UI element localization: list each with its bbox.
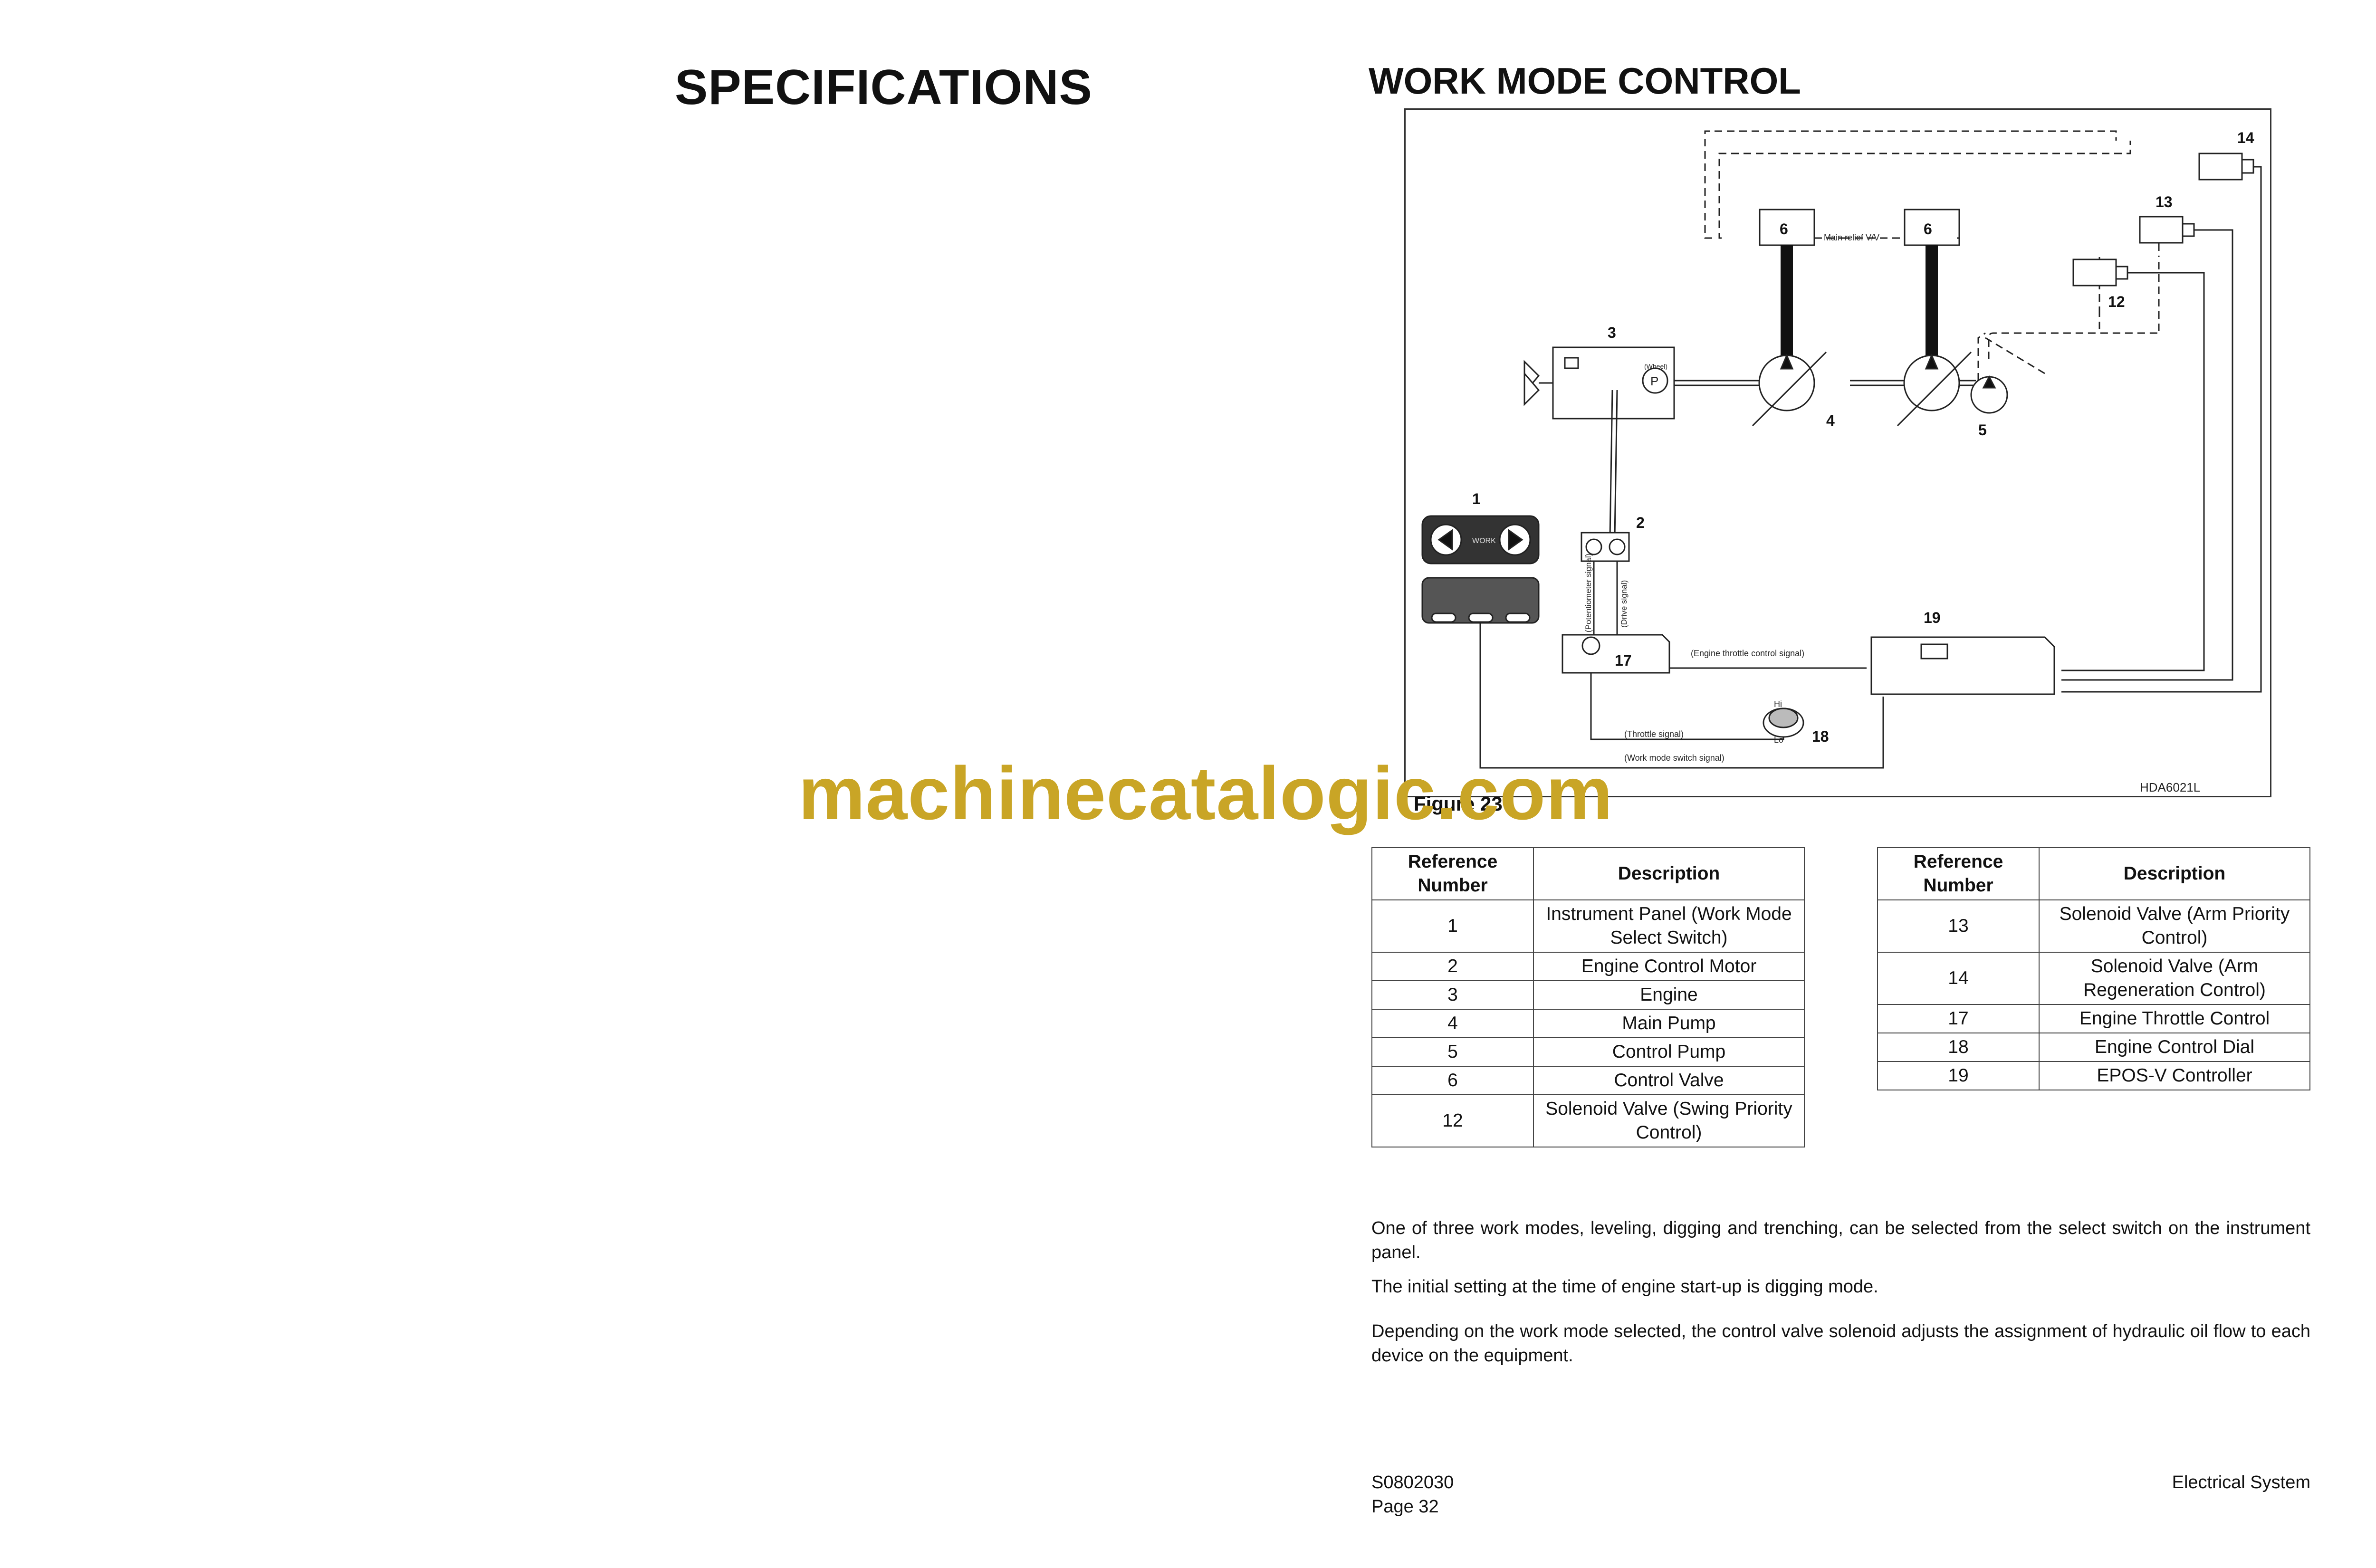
solenoid-valve-13 <box>2139 216 2184 244</box>
label-work: WORK <box>1472 537 1496 545</box>
control-valve-2 <box>1904 209 1960 362</box>
section-heading: WORK MODE CONTROL <box>1369 60 1801 102</box>
paragraph-work-modes: One of three work modes, leveling, diggi… <box>1371 1218 2310 1262</box>
description-cell: Control Valve <box>1533 1066 1805 1095</box>
engine-control-dial <box>1763 708 1804 738</box>
solenoid-valve-12 <box>2072 258 2117 287</box>
footer-doc-number: S0802030 <box>1371 1472 1454 1492</box>
label-engine-throttle: (Engine throttle control signal) <box>1691 649 1804 658</box>
label-6a: 6 <box>1780 220 1788 238</box>
footer-section: Electrical System <box>2172 1472 2310 1492</box>
description-cell: Engine Control Dial <box>2039 1033 2310 1062</box>
description-cell: Engine Throttle Control <box>2039 1004 2310 1033</box>
description-cell: Main Pump <box>1533 1009 1805 1038</box>
solenoid-wiring <box>2061 166 2262 693</box>
header-description: Description <box>2039 847 2310 900</box>
reference-number-cell: 14 <box>1877 952 2040 1005</box>
label-potentiometer: (Potentiometer signal) <box>1584 554 1593 632</box>
footer-page-number: Page 32 <box>1371 1497 1439 1517</box>
reference-number-cell: 5 <box>1371 1037 1534 1067</box>
label-19: 19 <box>1924 609 1941 626</box>
description-cell: Instrument Panel (Work Mode Select Switc… <box>1533 899 1805 953</box>
table-header-row: Reference Number Description <box>1877 847 2310 900</box>
reference-number-cell: 17 <box>1877 1004 2040 1033</box>
reference-number-cell: 6 <box>1371 1066 1534 1095</box>
label-1: 1 <box>1472 490 1481 507</box>
description-cell: EPOS-V Controller <box>2039 1061 2310 1090</box>
description-cell: Solenoid Valve (Swing Priority Control) <box>1533 1094 1805 1147</box>
header-description: Description <box>1533 847 1805 900</box>
table-header-row: Reference Number Description <box>1371 847 1805 900</box>
motor-wiring <box>1593 561 1618 642</box>
throttle-linkage <box>1581 390 1630 562</box>
control-pump <box>1970 375 2008 414</box>
header-reference-number: Reference Number <box>1877 847 2040 900</box>
description-cell: Engine Control Motor <box>1533 952 1805 981</box>
engine <box>1523 346 1675 420</box>
reference-number-cell: 18 <box>1877 1033 2040 1062</box>
main-pump-1 <box>1752 351 1827 427</box>
label-14: 14 <box>2237 129 2254 146</box>
label-13: 13 <box>2156 193 2173 210</box>
label-4: 4 <box>1826 412 1835 429</box>
reference-number-cell: 1 <box>1371 899 1534 953</box>
label-6b: 6 <box>1924 220 1932 238</box>
description-cell: Solenoid Valve (Arm Regeneration Control… <box>2039 952 2310 1005</box>
label-5: 5 <box>1978 421 1987 439</box>
solenoid-valve-14 <box>2198 153 2243 181</box>
label-18: 18 <box>1812 728 1829 745</box>
left-page-heading: SPECIFICATIONS <box>675 60 1092 115</box>
epos-v-controller <box>1870 636 2055 695</box>
reference-number-cell: 12 <box>1371 1094 1534 1147</box>
figure-caption: Figure 23 <box>1414 793 1503 815</box>
label-main-relief: Main relief V/V <box>1824 233 1879 242</box>
instrument-panel <box>1421 515 1540 624</box>
watermark: machinecatalogic.com <box>798 752 1613 835</box>
header-reference-number: Reference Number <box>1371 847 1534 900</box>
figure-id: HDA6021L <box>2140 780 2200 794</box>
main-pump-2 <box>1897 351 1972 427</box>
reference-number-cell: 2 <box>1371 952 1534 981</box>
paragraph-solenoid: Depending on the work mode selected, the… <box>1371 1321 2310 1366</box>
label-lo: Lo <box>1774 735 1783 745</box>
description-cell: Engine <box>1533 980 1805 1010</box>
label-p: P <box>1650 374 1658 388</box>
label-12: 12 <box>2108 293 2125 310</box>
paragraph-initial-setting: The initial setting at the time of engin… <box>1371 1277 1878 1297</box>
label-3: 3 <box>1608 324 1616 341</box>
diagram-canvas: 14 13 12 6 6 3 4 5 1 2 19 17 18 Main rel… <box>1421 129 2262 794</box>
label-drive: (Drive signal) <box>1619 580 1629 628</box>
reference-number-cell: 3 <box>1371 980 1534 1010</box>
reference-number-cell: 4 <box>1371 1009 1534 1038</box>
reference-number-cell: 19 <box>1877 1061 2040 1090</box>
description-cell: Control Pump <box>1533 1037 1805 1067</box>
label-17: 17 <box>1615 652 1632 669</box>
engine-throttle-control <box>1562 634 1670 674</box>
label-work-mode-switch: (Work mode switch signal) <box>1624 753 1725 763</box>
work-mode-diagram: 14 13 12 6 6 3 4 5 1 2 19 17 18 Main rel… <box>1404 108 2271 797</box>
label-2: 2 <box>1636 514 1645 531</box>
label-hi: Hi <box>1774 699 1782 709</box>
label-wheel: (Wheel) <box>1644 363 1667 370</box>
reference-number-cell: 13 <box>1877 899 2040 953</box>
label-throttle: (Throttle signal) <box>1624 729 1684 739</box>
control-valve-1 <box>1759 209 1815 362</box>
description-cell: Solenoid Valve (Arm Priority Control) <box>2039 899 2310 953</box>
